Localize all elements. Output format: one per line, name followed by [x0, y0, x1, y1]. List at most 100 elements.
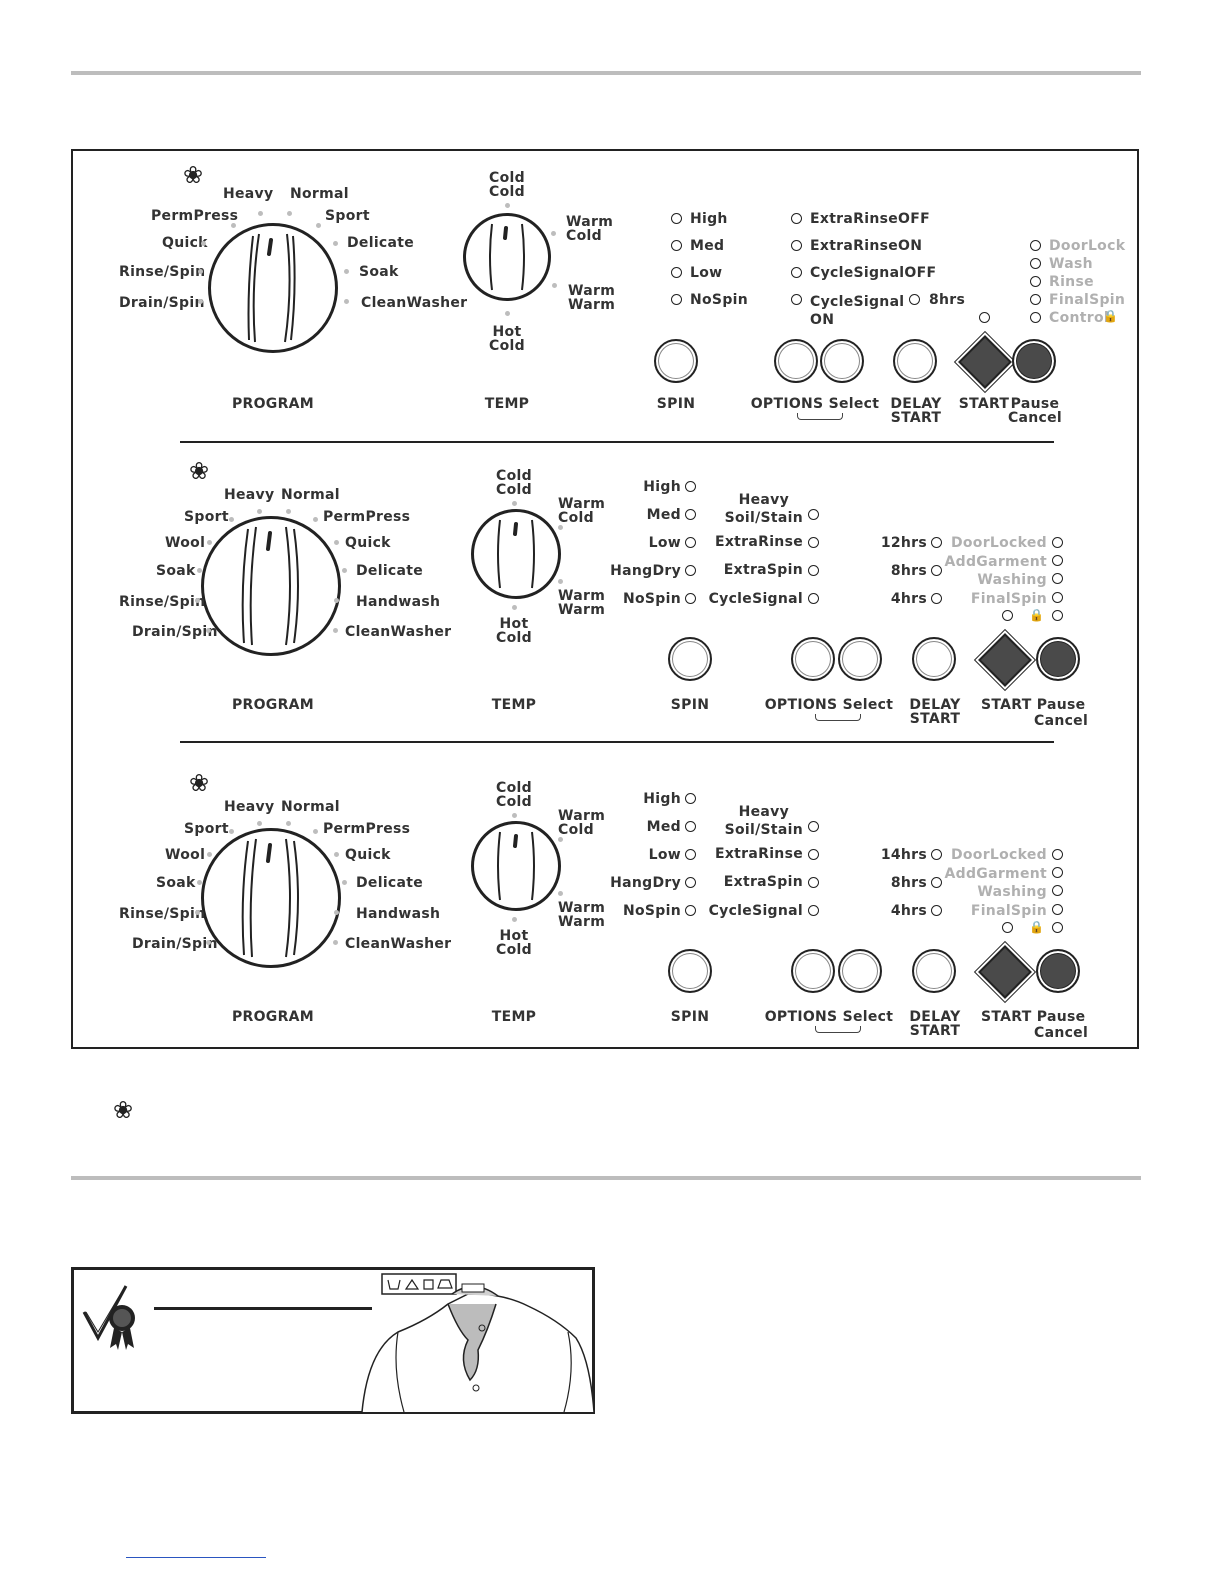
- start-label: START: [958, 396, 1010, 412]
- delay-4hrs: 4hrs: [890, 903, 927, 919]
- status-led: [1052, 904, 1063, 915]
- delay-4hrs: 4hrs: [890, 591, 927, 607]
- delay-start-button[interactable]: [912, 949, 956, 993]
- delay-led: [931, 877, 942, 888]
- pause-cancel-button[interactable]: [1036, 637, 1080, 681]
- program-dot: [207, 540, 212, 545]
- program-knob[interactable]: [201, 828, 341, 968]
- lock-icon: 🔒: [1103, 309, 1118, 323]
- program-permpress: PermPress: [323, 821, 411, 837]
- program-rinse-spin: Rinse/Spin: [119, 594, 206, 610]
- spin-led-nospin: [685, 593, 696, 604]
- temp-knob[interactable]: [471, 821, 561, 911]
- select-button[interactable]: [838, 637, 882, 681]
- delay-led: [931, 905, 942, 916]
- program-handwash: Handwash: [356, 594, 441, 610]
- spin-led-hangdry: [685, 877, 696, 888]
- program-dot: [286, 821, 291, 826]
- temp-dot: [512, 605, 517, 610]
- program-normal: Normal: [290, 186, 349, 202]
- delay-led-8hrs: [909, 294, 920, 305]
- pause-cancel-button[interactable]: [1012, 339, 1056, 383]
- select-button[interactable]: [838, 949, 882, 993]
- delay-led: [931, 537, 942, 548]
- footer-link-underline[interactable]: [126, 1557, 266, 1558]
- options-select-label: OPTIONS Select: [764, 1009, 894, 1025]
- delay-start-button[interactable]: [912, 637, 956, 681]
- spin-led-low: [685, 537, 696, 548]
- options-button[interactable]: [791, 637, 835, 681]
- spin-button[interactable]: [668, 637, 712, 681]
- spin-med: Med: [646, 819, 681, 835]
- spin-led-high: [671, 213, 682, 224]
- status-led: [1002, 922, 1013, 933]
- cancel-label: Cancel: [1034, 713, 1089, 729]
- temp-dot: [558, 579, 563, 584]
- option-extraspin: ExtraSpin: [723, 874, 803, 890]
- option-led: [808, 905, 819, 916]
- program-sport: Sport: [325, 208, 370, 224]
- flower-icon: ❀: [183, 161, 204, 189]
- program-permpress: PermPress: [151, 208, 239, 224]
- option-led: [808, 593, 819, 604]
- pause-cancel-button[interactable]: [1036, 949, 1080, 993]
- start-pause-label: START Pause: [981, 1009, 1086, 1025]
- status-washing: Washing: [977, 884, 1047, 900]
- program-label: PROGRAM: [231, 697, 315, 713]
- spin-button[interactable]: [668, 949, 712, 993]
- program-dot: [334, 598, 339, 603]
- status-wash: Wash: [1049, 256, 1093, 272]
- shirt-care-label-illustration: [361, 1273, 595, 1412]
- spin-high: High: [643, 791, 681, 807]
- status-led: [1030, 276, 1041, 287]
- option-cyclesignal: CycleSignal: [708, 591, 803, 607]
- temp-hot-cold: Hot Cold: [496, 616, 532, 646]
- temp-dot: [551, 231, 556, 236]
- status-addgarment: AddGarment: [944, 554, 1047, 570]
- temp-warm-cold: Warm Cold: [558, 496, 606, 526]
- start-button[interactable]: [978, 945, 1032, 999]
- temp-knob[interactable]: [471, 509, 561, 599]
- spin-high: High: [690, 211, 728, 227]
- program-dot: [207, 852, 212, 857]
- spin-label: SPIN: [670, 697, 710, 713]
- options-select-label: OPTIONS Select: [764, 697, 894, 713]
- select-button[interactable]: [820, 339, 864, 383]
- program-sport: Sport: [184, 821, 229, 837]
- program-dot: [344, 299, 349, 304]
- options-button[interactable]: [774, 339, 818, 383]
- lock-icon: 🔒: [1029, 920, 1044, 934]
- program-dot: [313, 829, 318, 834]
- pause-cancel-label: Pause Cancel: [1007, 396, 1063, 426]
- cancel-label: Cancel: [1034, 1025, 1089, 1041]
- start-button[interactable]: [978, 633, 1032, 687]
- program-wool: Wool: [165, 535, 206, 551]
- option-led: [791, 213, 802, 224]
- spin-label: SPIN: [670, 1009, 710, 1025]
- program-normal: Normal: [281, 487, 340, 503]
- status-led: [1052, 592, 1063, 603]
- start-button[interactable]: [958, 335, 1012, 389]
- program-dot: [344, 269, 349, 274]
- program-dot: [287, 211, 292, 216]
- temp-knob[interactable]: [463, 213, 551, 301]
- spin-label: SPIN: [656, 396, 696, 412]
- spin-button[interactable]: [654, 339, 698, 383]
- program-dot: [198, 269, 203, 274]
- temp-hot-cold: Hot Cold: [496, 928, 532, 958]
- delay-led: [931, 593, 942, 604]
- program-dot: [229, 829, 234, 834]
- tip-box: [71, 1267, 595, 1414]
- delay-start-button[interactable]: [893, 339, 937, 383]
- option-extrarinse: ExtraRinse: [714, 534, 803, 550]
- program-knob[interactable]: [208, 223, 338, 353]
- program-knob[interactable]: [201, 516, 341, 656]
- program-drain-spin: Drain/Spin: [132, 936, 218, 952]
- status-led: [979, 312, 990, 323]
- options-button[interactable]: [791, 949, 835, 993]
- program-drain-spin: Drain/Spin: [119, 295, 205, 311]
- program-permpress: PermPress: [323, 509, 411, 525]
- program-quick: Quick: [345, 847, 391, 863]
- delay-start-label: DELAY START: [890, 396, 942, 426]
- status-rinse: Rinse: [1049, 274, 1094, 290]
